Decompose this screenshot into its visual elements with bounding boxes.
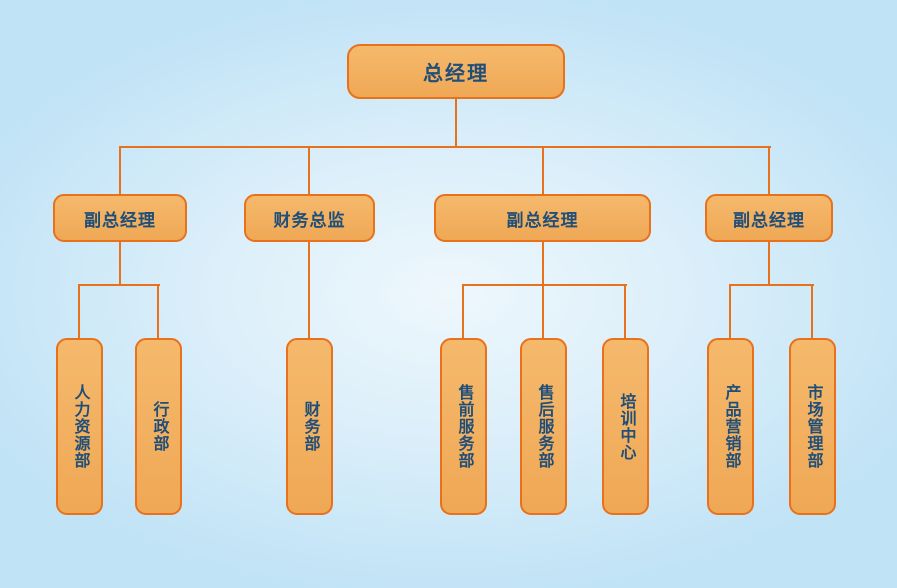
org-node-label: 售前服务部 xyxy=(455,384,473,469)
org-node-label: 人力资源部 xyxy=(71,384,89,469)
connector-drop-aftersales xyxy=(542,284,544,338)
org-node-market-management-dept: 市场管理部 xyxy=(789,338,836,515)
org-node-label: 财务总监 xyxy=(273,210,346,230)
org-node-hr-dept: 人力资源部 xyxy=(56,338,103,515)
org-node-label: 市场管理部 xyxy=(804,384,822,469)
connector-level2-bar xyxy=(119,146,771,148)
org-node-label: 副总经理 xyxy=(733,210,805,230)
org-node-label: 副总经理 xyxy=(506,210,579,230)
connector-drop-l2-1 xyxy=(119,146,121,194)
connector-group4-bar xyxy=(729,284,814,286)
connector-drop-presales xyxy=(462,284,464,338)
connector-drop-training xyxy=(624,284,626,338)
org-node-deputy-gm-1: 副总经理 xyxy=(53,194,187,242)
org-node-label: 售后服务部 xyxy=(535,384,553,469)
connector-group2-stem xyxy=(308,242,310,338)
org-node-product-marketing-dept: 产品营销部 xyxy=(707,338,754,515)
org-node-training-center: 培训中心 xyxy=(602,338,649,515)
org-node-aftersales-service-dept: 售后服务部 xyxy=(520,338,567,515)
org-node-deputy-gm-2: 副总经理 xyxy=(434,194,651,242)
connector-group1-stem xyxy=(119,242,121,286)
connector-drop-hr xyxy=(78,284,80,338)
connector-group3-bar xyxy=(462,284,627,286)
org-node-label: 总经理 xyxy=(423,63,489,85)
org-node-deputy-gm-3: 副总经理 xyxy=(705,194,833,242)
connector-drop-admin xyxy=(157,284,159,338)
connector-root-stem xyxy=(455,99,457,147)
org-node-label: 产品营销部 xyxy=(722,384,740,469)
connector-drop-market-mgmt xyxy=(811,284,813,338)
org-node-finance-director: 财务总监 xyxy=(244,194,375,242)
connector-group4-stem xyxy=(768,242,770,286)
org-node-general-manager: 总经理 xyxy=(347,44,565,99)
org-node-label: 培训中心 xyxy=(617,392,635,461)
org-node-finance-dept: 财务部 xyxy=(286,338,333,515)
org-node-presales-service-dept: 售前服务部 xyxy=(440,338,487,515)
connector-drop-l2-3 xyxy=(542,146,544,194)
connector-group1-bar xyxy=(78,284,160,286)
org-node-admin-dept: 行政部 xyxy=(135,338,182,515)
org-node-label: 行政部 xyxy=(150,401,168,452)
connector-drop-marketing xyxy=(729,284,731,338)
org-node-label: 财务部 xyxy=(301,401,319,452)
org-node-label: 副总经理 xyxy=(84,210,156,230)
connector-drop-l2-2 xyxy=(308,146,310,194)
connector-drop-l2-4 xyxy=(768,146,770,194)
connector-group3-stem xyxy=(542,242,544,286)
